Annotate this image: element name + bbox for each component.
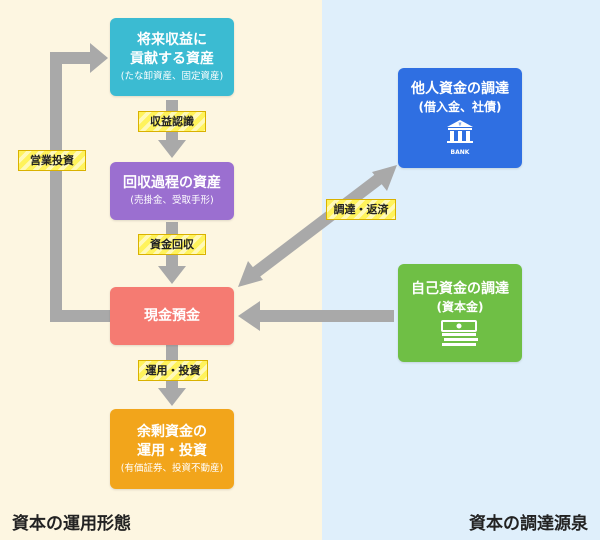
footer-right-title: 資本の調達源泉 [469, 514, 588, 534]
arrow-loop-head [90, 43, 108, 73]
recovery-process-assets-box: 回収過程の資産 (売掛金、受取手形) [110, 162, 234, 220]
bank-icon: ¥ [447, 120, 473, 143]
label-investment: 運用・投資 [138, 360, 208, 381]
external-box-subtitle: (借入金、社債) [418, 100, 502, 114]
arrow-recovery-to-cash-head [158, 266, 186, 284]
external-funding-box: 他人資金の調達 (借入金、社債) ¥ BANK [398, 68, 522, 168]
label-revenue-recognition: 収益認識 [138, 111, 206, 132]
surplus-funds-box: 余剰資金の 運用・投資 (有価証券、投資不動産) [110, 409, 234, 489]
svg-text:¥: ¥ [458, 122, 461, 128]
future-box-title-2: 貢献する資産 [130, 50, 214, 67]
surplus-box-subtitle: (有価証券、投資不動産) [120, 462, 224, 474]
footer-left-title: 資本の運用形態 [12, 514, 131, 534]
label-operating-investment: 営業投資 [18, 150, 86, 171]
arrow-loop-left [50, 52, 62, 322]
cash-box-title: 現金預金 [144, 307, 200, 324]
own-funding-box: 自己資金の調達 (資本金) [398, 264, 522, 362]
own-box-title: 自己資金の調達 [411, 280, 509, 297]
arrow-cash-external-head-bottom [238, 261, 263, 287]
external-box-title: 他人資金の調達 [411, 81, 509, 97]
arrow-own-to-cash-head [238, 301, 260, 331]
surplus-box-title-2: 運用・投資 [137, 442, 207, 459]
arrow-cash-external-head-top [372, 165, 397, 191]
arrow-own-to-cash [258, 310, 394, 322]
surplus-box-title-1: 余剰資金の [137, 423, 207, 440]
recovery-box-title: 回収過程の資産 [123, 175, 221, 191]
recovery-box-subtitle: (売掛金、受取手形) [130, 195, 214, 206]
cash-deposits-box: 現金預金 [110, 287, 234, 345]
label-fund-recovery: 資金回収 [138, 234, 206, 255]
arrow-cash-to-surplus-head [158, 388, 186, 406]
future-revenue-assets-box: 将来収益に 貢献する資産 (たな卸資産、固定資産) [110, 18, 234, 96]
arrow-loop-top [50, 52, 92, 64]
bank-icon-label: BANK [450, 149, 470, 156]
arrow-cash-external-shaft [251, 173, 384, 278]
future-box-title-1: 将来収益に [137, 31, 207, 48]
arrow-future-to-recovery-head [158, 140, 186, 158]
money-stack-icon [441, 319, 478, 346]
own-box-subtitle: (資本金) [436, 299, 484, 314]
arrow-loop-bottom [62, 310, 110, 322]
label-procure-repay: 調達・返済 [326, 199, 396, 220]
future-box-subtitle: (たな卸資産、固定資産) [120, 70, 224, 82]
